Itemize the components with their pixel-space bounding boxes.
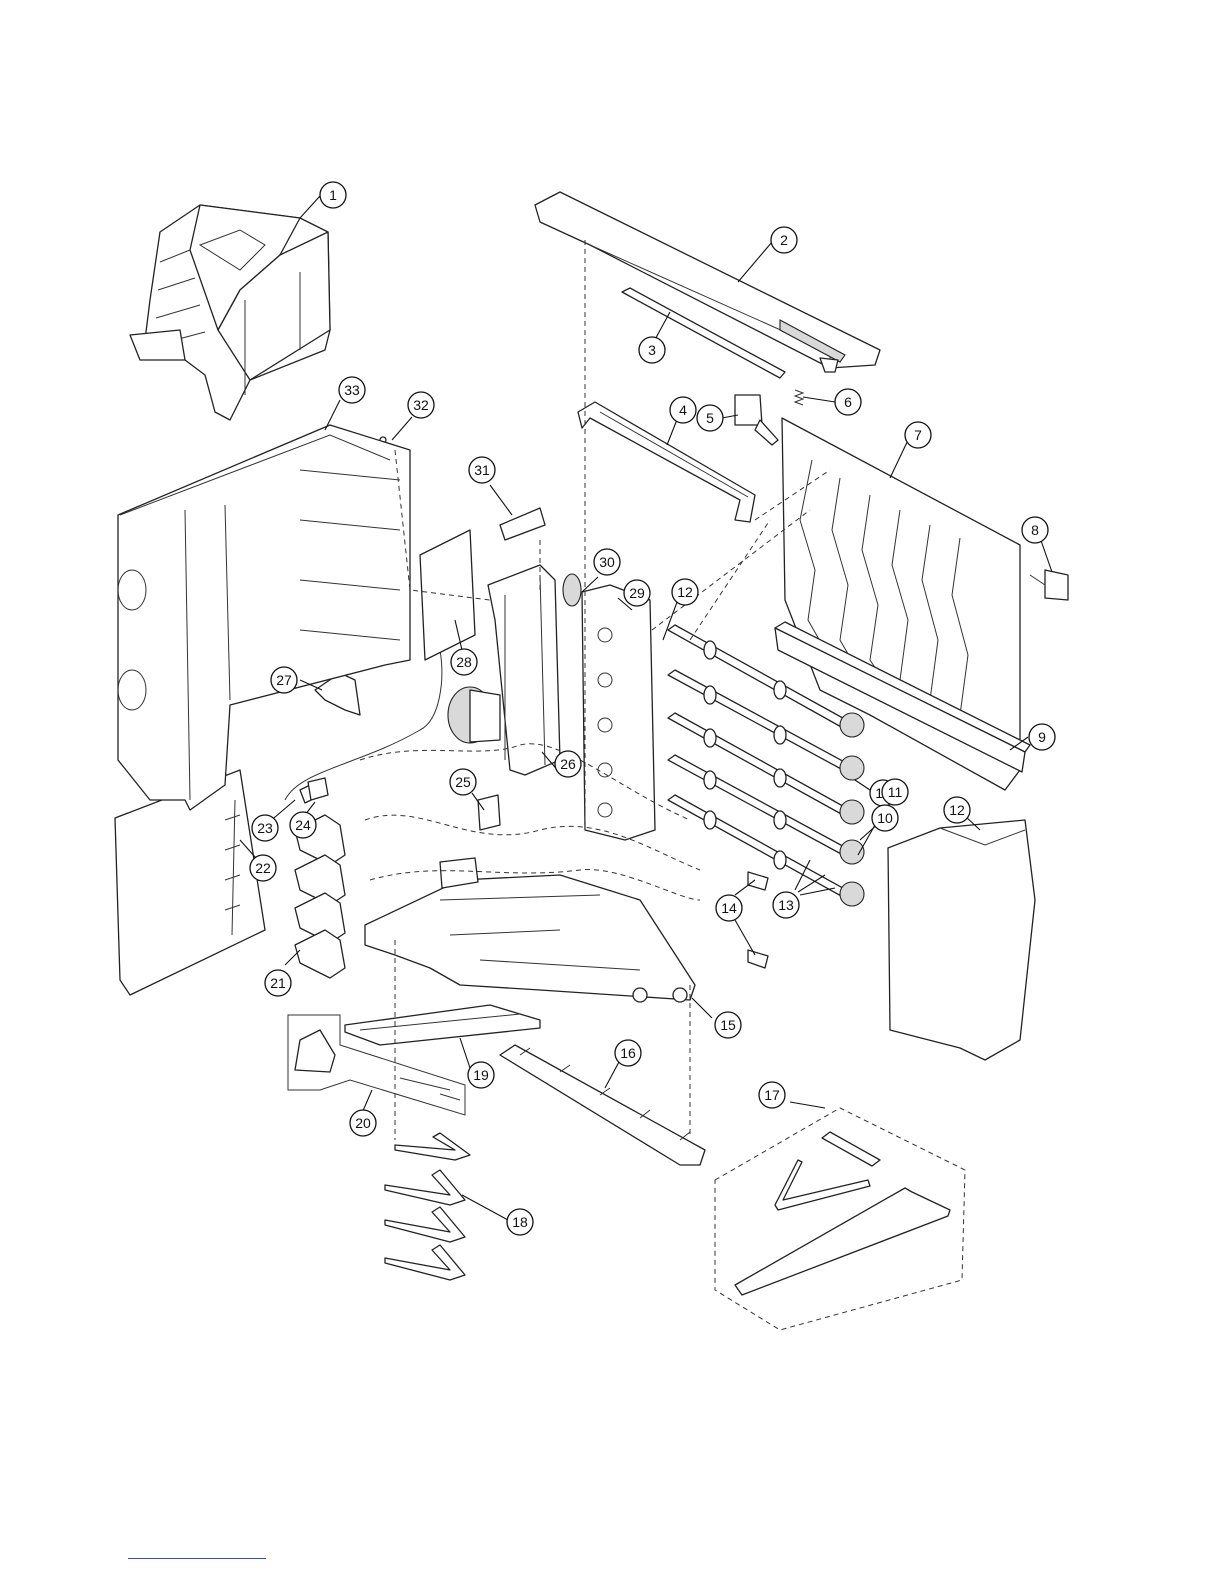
part-12-side-door (888, 820, 1035, 1060)
svg-text:1: 1 (329, 187, 337, 203)
part-6-spring (795, 390, 803, 405)
callout-25: 25 (450, 769, 476, 795)
svg-text:30: 30 (599, 554, 615, 570)
callout-4: 4 (670, 397, 696, 423)
part-19-guide-plate (345, 1005, 540, 1045)
part-28-circuit-board (420, 530, 475, 660)
svg-text:28: 28 (456, 654, 472, 670)
callout-19: 19 (468, 1062, 494, 1088)
callout-3: 3 (639, 337, 665, 363)
svg-text:31: 31 (474, 462, 490, 478)
part-33-rear-housing (118, 425, 410, 810)
svg-text:9: 9 (1038, 729, 1046, 745)
callout-15: 15 (715, 1012, 741, 1038)
svg-text:27: 27 (276, 672, 292, 688)
footer-rule (128, 1558, 266, 1559)
callout-26: 26 (555, 751, 581, 777)
callout-12-right: 12 (944, 797, 970, 823)
callout-6: 6 (835, 389, 861, 415)
callout-5: 5 (697, 405, 723, 431)
svg-text:15: 15 (720, 1017, 736, 1033)
callout-12-upper: 12 (672, 579, 698, 605)
svg-text:25: 25 (455, 774, 471, 790)
callout-32: 32 (408, 392, 434, 418)
part-2-top-cover (535, 192, 880, 372)
callout-23: 23 (252, 815, 278, 841)
callout-24: 24 (290, 812, 316, 838)
svg-text:16: 16 (620, 1045, 636, 1061)
callout-27: 27 (271, 667, 297, 693)
svg-text:33: 33 (344, 382, 360, 398)
svg-text:22: 22 (255, 860, 271, 876)
part-14-sensors (748, 872, 768, 968)
part-25-connector-block (478, 795, 500, 830)
part-1-mailbox-assembly (130, 205, 330, 420)
callout-11: 11 (882, 779, 908, 805)
part-30-gear (563, 574, 581, 606)
svg-text:32: 32 (413, 397, 429, 413)
callout-16: 16 (615, 1040, 641, 1066)
part-15-base-tray (365, 858, 695, 1002)
svg-text:23: 23 (257, 820, 273, 836)
callout-21: 21 (265, 970, 291, 996)
callout-30: 30 (594, 549, 620, 575)
svg-text:12: 12 (677, 584, 693, 600)
svg-text:14: 14 (721, 900, 737, 916)
part-8-clip (1030, 570, 1068, 600)
svg-text:10: 10 (877, 810, 893, 826)
svg-text:8: 8 (1031, 522, 1039, 538)
svg-text:12: 12 (949, 802, 965, 818)
svg-text:18: 18 (512, 1214, 528, 1230)
callout-28: 28 (451, 649, 477, 675)
part-16-lower-rail (500, 1045, 705, 1165)
svg-text:19: 19 (473, 1067, 489, 1083)
svg-text:7: 7 (914, 427, 922, 443)
callout-22: 22 (250, 855, 276, 881)
callout-9: 9 (1029, 724, 1055, 750)
callout-2: 2 (771, 227, 797, 253)
callout-8: 8 (1022, 517, 1048, 543)
part-29-gear-plate (582, 585, 655, 840)
svg-text:13: 13 (778, 897, 794, 913)
callout-7: 7 (905, 422, 931, 448)
callout-33: 33 (339, 377, 365, 403)
part-5-actuator (735, 395, 778, 445)
callout-13: 13 (773, 892, 799, 918)
callout-17: 17 (759, 1082, 785, 1108)
svg-text:3: 3 (648, 342, 656, 358)
part-31-connector (500, 508, 545, 540)
svg-text:17: 17 (764, 1087, 780, 1103)
svg-text:26: 26 (560, 756, 576, 772)
callout-20: 20 (350, 1110, 376, 1136)
svg-text:5: 5 (706, 410, 714, 426)
callout-1: 1 (320, 182, 346, 208)
svg-text:21: 21 (270, 975, 286, 991)
part-4-bracket-bar (578, 402, 755, 522)
svg-text:6: 6 (844, 394, 852, 410)
svg-text:20: 20 (355, 1115, 371, 1131)
svg-text:2: 2 (780, 232, 788, 248)
callout-31: 31 (469, 457, 495, 483)
svg-text:11: 11 (888, 784, 903, 800)
callout-10-lower: 10 (872, 805, 898, 831)
part-18-wire-racks (385, 1133, 470, 1280)
svg-text:4: 4 (679, 402, 687, 418)
callout-18: 18 (507, 1209, 533, 1235)
part-21-flaps (295, 815, 345, 978)
part-17-kit-box (715, 1108, 965, 1330)
svg-text:29: 29 (629, 585, 645, 601)
callout-14: 14 (716, 895, 742, 921)
svg-text:24: 24 (295, 817, 311, 833)
callout-29: 29 (624, 580, 650, 606)
